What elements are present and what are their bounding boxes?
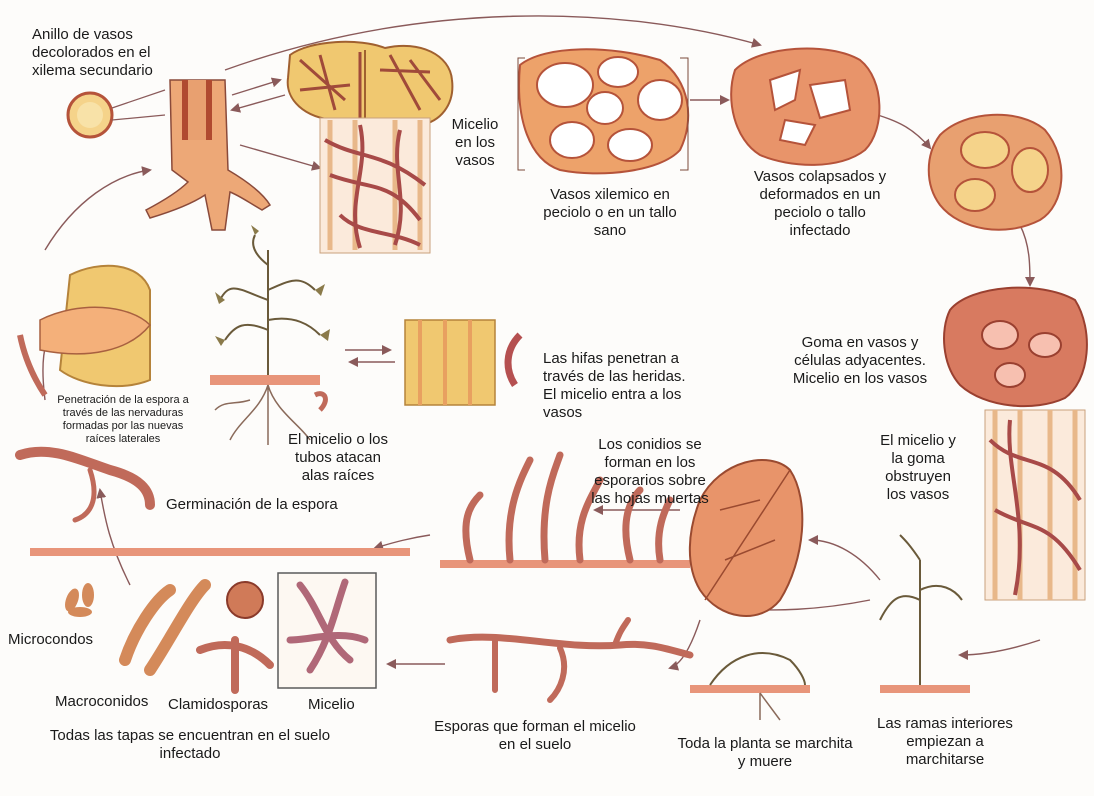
- label-conidios: Los conidios se forman en los esporarios…: [580, 436, 720, 508]
- arrow-to-goma: [1020, 225, 1030, 285]
- wilting-plant-illustration: [880, 535, 970, 693]
- microconidia-illustration: [62, 583, 94, 617]
- soil-mycelium-illustration: [450, 620, 690, 700]
- label-toda-planta: Toda la planta se marchita y muere: [665, 735, 865, 771]
- hyphae-in-vessels-illustration: [320, 118, 430, 253]
- arrow-to-root: [45, 170, 150, 250]
- wound-tissue-illustration: [405, 320, 520, 405]
- cross-section-cells-top: [288, 42, 453, 126]
- label-vasos-colapsados: Vasos colapsados y deformados en un peci…: [740, 168, 900, 240]
- label-germinacion: Germinación de la espora: [166, 496, 396, 514]
- gum-filled-vessels: [944, 288, 1087, 406]
- label-penetracion: Penetración de la espora a través de las…: [38, 394, 208, 446]
- label-micelio: Micelio: [308, 696, 378, 714]
- root-stem-illustration: [146, 80, 270, 230]
- label-vasos-sano: Vasos xilemico en peciolo o en un tallo …: [530, 186, 690, 240]
- label-goma: Goma en vasos y células adyacentes. Mice…: [780, 334, 940, 388]
- chlamydospores-illustration: [200, 582, 270, 690]
- arrow-to-germinacion: [100, 490, 130, 585]
- mycelium-boxed-illustration: [278, 573, 376, 688]
- arrow-to-wilting-plant: [960, 640, 1040, 655]
- arrow-stem-to-cells: [232, 80, 280, 95]
- infected-vessels-yellow: [929, 115, 1062, 230]
- label-esporas-suelo: Esporas que forman el micelio en el suel…: [420, 718, 650, 754]
- vessel-ring-icon: [68, 93, 112, 137]
- label-micelio-raices: El micelio o los tubos atacan alas raíce…: [273, 431, 403, 485]
- young-plant-illustration: [210, 225, 330, 445]
- label-todas-tapas: Todas las tapas se encuentran en el suel…: [20, 727, 360, 763]
- soil-line: [30, 548, 410, 556]
- label-clamidosporas: Clamidosporas: [168, 696, 288, 714]
- collapsed-vessels: [731, 49, 879, 165]
- label-anillo: Anillo de vasos decolorados en el xilema…: [32, 26, 172, 80]
- dying-plant-illustration: [690, 653, 810, 720]
- label-micelio-vasos: Micelio en los vasos: [440, 116, 510, 170]
- spore-penetration-illustration: [20, 266, 150, 395]
- label-hifas: Las hifas penetran a través de las herid…: [543, 350, 713, 422]
- macroconidia-illustration: [125, 585, 205, 670]
- arrow-to-soil-left: [375, 535, 430, 548]
- arrow-cells-to-stem: [232, 95, 285, 110]
- label-microcondos: Microcondos: [8, 631, 118, 649]
- label-micelio-goma: El micelio y la goma obstruyen los vasos: [863, 432, 973, 504]
- label-ramas: Las ramas interiores empiezan a marchita…: [860, 715, 1030, 769]
- arrow-to-dead-leaf: [810, 540, 880, 580]
- label-macroconidos: Macroconidos: [55, 693, 175, 711]
- vessels-obstructed-illustration: [985, 410, 1085, 600]
- arrow-stem-to-hyphae: [240, 145, 320, 168]
- germinating-spore-illustration: [20, 452, 150, 520]
- arrow-to-spore-mycelium: [670, 620, 700, 668]
- healthy-xylem-vessels: [519, 49, 688, 173]
